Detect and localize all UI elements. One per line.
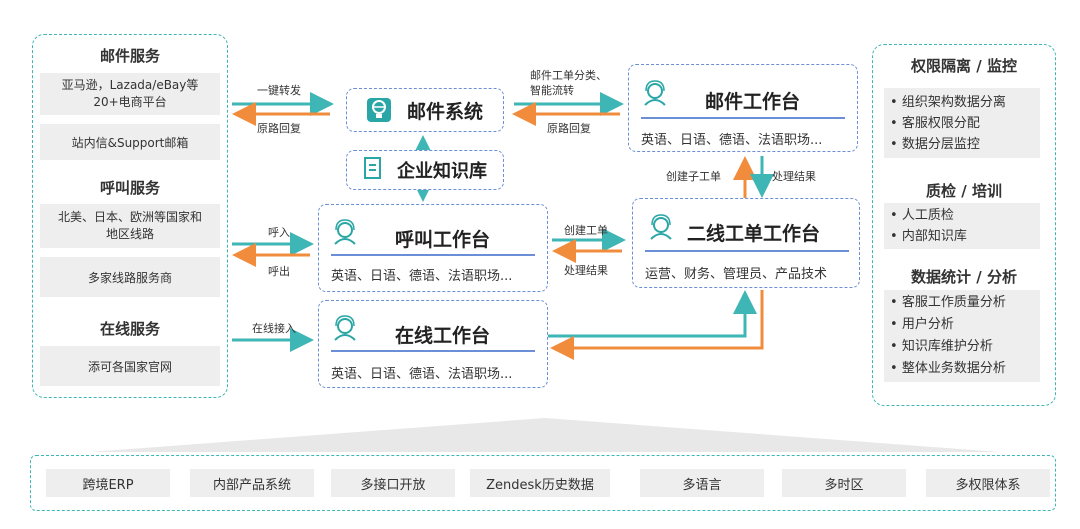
stats-item: • 知识库维护分析 bbox=[890, 339, 993, 354]
label-process-result-2: 处理结果 bbox=[564, 264, 608, 277]
qa-item: • 内部知识库 bbox=[890, 229, 967, 244]
permission-item: • 组织架构数据分离 bbox=[890, 95, 1006, 110]
mail-system-icon bbox=[366, 98, 391, 122]
email-service-item-platforms-text: 亚马逊，Lazada/eBay等 20+电商平台 bbox=[61, 78, 199, 109]
label-route-back-2: 原路回复 bbox=[547, 122, 591, 135]
mail-workbench-sub: 英语、日语、德语、法语职场... bbox=[641, 133, 823, 148]
left-panel bbox=[32, 34, 228, 398]
agent-headset-icon bbox=[331, 218, 359, 250]
permission-item-text: 组织架构数据分离 bbox=[901, 95, 1006, 110]
bottom-tag-multi-timezone: 多时区 bbox=[782, 469, 906, 497]
call-workbench-box[interactable]: 呼叫工作台 英语、日语、德语、法语职场... bbox=[318, 204, 548, 292]
stats-item-text: 知识库维护分析 bbox=[901, 339, 993, 354]
bottom-tag-erp: 跨境ERP bbox=[46, 469, 170, 497]
online-workbench-sub: 英语、日语、德语、法语职场... bbox=[331, 367, 513, 382]
second-line-workbench-box[interactable]: 二线工单工作台 运营、财务、管理员、产品技术 bbox=[632, 198, 860, 288]
label-forward: 一键转发 bbox=[257, 84, 301, 97]
stats-title: 数据统计 / 分析 bbox=[911, 268, 1017, 286]
permission-list: • 组织架构数据分离 • 客服权限分配 • 数据分层监控 bbox=[884, 88, 1040, 158]
agent-headset-icon bbox=[331, 314, 359, 346]
bottom-tag-internal-system: 内部产品系统 bbox=[190, 469, 314, 497]
qa-item: • 人工质检 bbox=[890, 208, 954, 223]
right-panel bbox=[872, 44, 1056, 406]
stats-item: • 客服工作质量分析 bbox=[890, 295, 1006, 310]
bottom-panel bbox=[30, 455, 1056, 511]
label-call-out: 呼出 bbox=[268, 265, 290, 278]
arrow-second-to-online bbox=[550, 290, 764, 360]
email-service-item-platforms: 亚马逊，Lazada/eBay等 20+电商平台 bbox=[40, 73, 220, 115]
email-service-item-support: 站内信&Support邮箱 bbox=[40, 124, 220, 160]
agent-headset-icon bbox=[647, 213, 675, 245]
email-service-title: 邮件服务 bbox=[99, 47, 160, 65]
permission-item-text: 客服权限分配 bbox=[901, 116, 980, 131]
label-email-ticket: 邮件工单分类、 智能流转 bbox=[530, 69, 607, 97]
call-workbench-sub: 英语、日语、德语、法语职场... bbox=[331, 269, 513, 284]
label-call-in: 呼入 bbox=[268, 226, 290, 239]
second-line-divider bbox=[645, 250, 849, 252]
knowledge-base-box[interactable]: 企业知识库 bbox=[346, 150, 504, 190]
qa-item-text: 人工质检 bbox=[901, 208, 954, 223]
mail-system-box[interactable]: 邮件系统 bbox=[346, 88, 504, 132]
stats-item: • 整体业务数据分析 bbox=[890, 361, 1006, 376]
bottom-funnel bbox=[90, 418, 1000, 452]
online-workbench-divider bbox=[331, 350, 535, 352]
stats-item-text: 客服工作质量分析 bbox=[901, 295, 1006, 310]
second-line-sub: 运营、财务、管理员、产品技术 bbox=[645, 267, 828, 282]
stats-item: • 用户分析 bbox=[890, 317, 954, 332]
label-route-back: 原路回复 bbox=[257, 122, 301, 135]
mail-workbench-divider bbox=[641, 117, 845, 119]
online-workbench-title: 在线工作台 bbox=[395, 325, 491, 347]
arrow-online-to-second bbox=[548, 290, 757, 338]
permission-title: 权限隔离 / 监控 bbox=[911, 57, 1017, 75]
call-service-item-lines: 北美、日本、欧洲等国家和 地区线路 bbox=[40, 204, 220, 248]
qa-title: 质检 / 培训 bbox=[926, 182, 1002, 200]
stats-item-text: 用户分析 bbox=[901, 317, 954, 332]
qa-list: • 人工质检 • 内部知识库 bbox=[884, 203, 1040, 249]
label-online-in: 在线接入 bbox=[252, 322, 296, 335]
label-create-subticket: 创建子工单 bbox=[666, 170, 721, 183]
call-service-title: 呼叫服务 bbox=[99, 179, 160, 197]
online-workbench-box[interactable]: 在线工作台 英语、日语、德语、法语职场... bbox=[318, 300, 548, 388]
stats-item-text: 整体业务数据分析 bbox=[901, 361, 1006, 376]
online-service-item-sites-text: 添可各国家官网 bbox=[87, 359, 172, 374]
permission-item: • 客服权限分配 bbox=[890, 116, 980, 131]
mail-workbench-title: 邮件工作台 bbox=[705, 91, 801, 113]
online-service-title: 在线服务 bbox=[99, 320, 160, 338]
label-process-result-1: 处理结果 bbox=[772, 170, 816, 183]
email-service-item-support-text: 站内信&Support邮箱 bbox=[71, 135, 189, 150]
mail-system-title: 邮件系统 bbox=[406, 100, 483, 123]
permission-item-text: 数据分层监控 bbox=[901, 137, 980, 152]
call-service-item-lines-text: 北美、日本、欧洲等国家和 地区线路 bbox=[57, 210, 202, 241]
knowledge-base-title: 企业知识库 bbox=[397, 161, 487, 182]
call-service-item-providers-text: 多家线路服务商 bbox=[87, 270, 172, 285]
call-workbench-title: 呼叫工作台 bbox=[395, 229, 491, 251]
second-line-title: 二线工单工作台 bbox=[687, 223, 821, 245]
call-workbench-divider bbox=[331, 254, 535, 256]
bottom-tag-open-api: 多接口开放 bbox=[331, 469, 455, 497]
bottom-tag-zendesk: Zendesk历史数据 bbox=[470, 469, 610, 497]
call-service-item-providers: 多家线路服务商 bbox=[40, 257, 220, 297]
online-service-item-sites: 添可各国家官网 bbox=[40, 346, 220, 386]
label-create-ticket: 创建工单 bbox=[564, 224, 608, 237]
bottom-tag-multi-permission: 多权限体系 bbox=[926, 469, 1050, 497]
qa-item-text: 内部知识库 bbox=[901, 229, 967, 244]
agent-headset-icon bbox=[641, 79, 669, 111]
permission-item: • 数据分层监控 bbox=[890, 137, 980, 152]
stats-list: • 客服工作质量分析 • 用户分析 • 知识库维护分析 • 整体业务数据分析 bbox=[884, 290, 1040, 382]
document-icon bbox=[363, 156, 383, 184]
bottom-tag-multilingual: 多语言 bbox=[640, 469, 764, 497]
mail-workbench-box[interactable]: 邮件工作台 英语、日语、德语、法语职场... bbox=[628, 64, 858, 152]
